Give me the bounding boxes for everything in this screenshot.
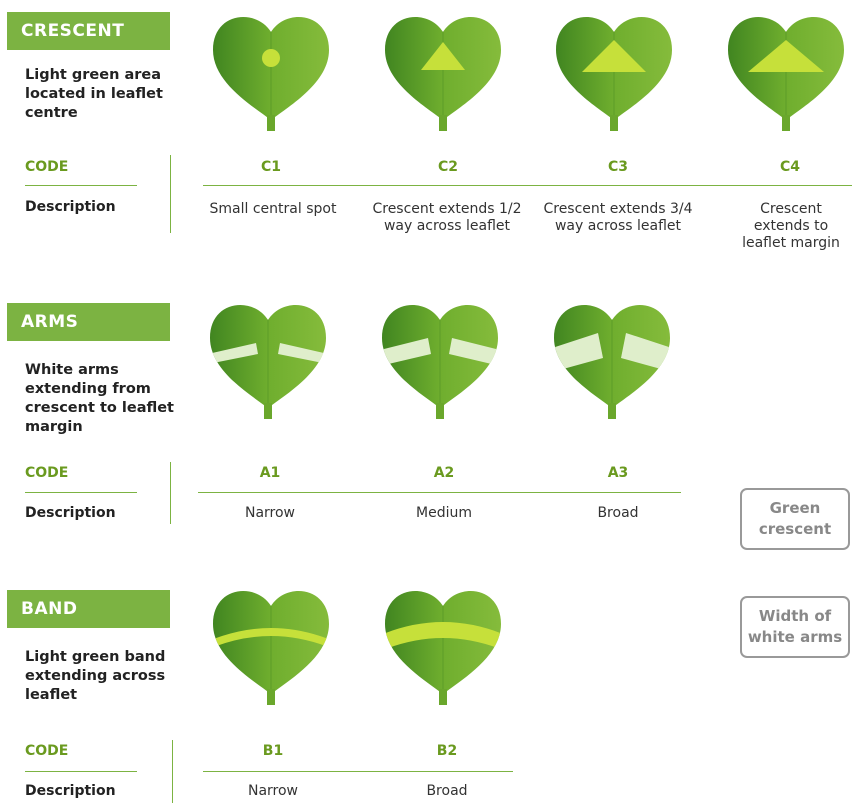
code-b1: B1 [262,743,284,759]
legend-width-white-arms: Width of white arms [740,596,850,658]
band-desc-label: Description [25,783,116,799]
arms-description: White arms extending from crescent to le… [25,362,174,435]
leaf-c3 [556,17,672,131]
arms-code-divider [198,492,681,493]
desc-a2: Medium [416,505,472,521]
leaf-b1 [213,591,329,705]
desc-a1: Narrow [244,505,296,521]
desc-b2: Broad [426,783,468,799]
arms-code-label: CODE [25,465,69,481]
code-a2: A2 [433,465,455,481]
leaf-c2 [385,17,501,131]
crescent-label-divider [25,185,137,186]
leaf-a3 [554,305,670,419]
leaf-a1 [210,305,326,419]
band-description: Light green band extending across leafle… [25,649,166,703]
band-code-label: CODE [25,743,69,759]
crescent-title: CRESCENT [7,12,170,50]
code-c3: C3 [607,159,628,175]
code-a3: A3 [607,465,629,481]
leaf-a2 [382,305,498,419]
legend-green-crescent: Green crescent [740,488,850,550]
crescent-vertical-divider [170,155,171,233]
desc-c3: Crescent extends 3/4 way across leaflet [543,201,693,234]
desc-c2: Crescent extends 1/2 way across leaflet [372,201,522,234]
crescent-desc-label: Description [25,199,116,215]
desc-c1: Small central spot [209,201,337,217]
arms-desc-label: Description [25,505,116,521]
arms-vertical-divider [170,462,171,524]
desc-c4: Crescent extends to leaflet margin [742,201,840,251]
band-code-divider [203,771,513,772]
band-title: BAND [7,590,170,628]
code-a1: A1 [259,465,281,481]
leaf-b2 [385,591,501,705]
arms-label-divider [25,492,137,493]
crescent-description: Light green area located in leaflet cent… [25,67,163,121]
crescent-code-label: CODE [25,159,69,175]
leaf-c1 [213,17,329,131]
arms-title: ARMS [7,303,170,341]
crescent-code-divider [203,185,852,186]
band-vertical-divider [172,740,173,803]
desc-b1: Narrow [247,783,299,799]
code-b2: B2 [436,743,458,759]
code-c2: C2 [437,159,458,175]
band-label-divider [25,771,137,772]
code-c4: C4 [779,159,800,175]
leaf-c4 [728,17,844,131]
desc-a3: Broad [597,505,639,521]
code-c1: C1 [260,159,281,175]
